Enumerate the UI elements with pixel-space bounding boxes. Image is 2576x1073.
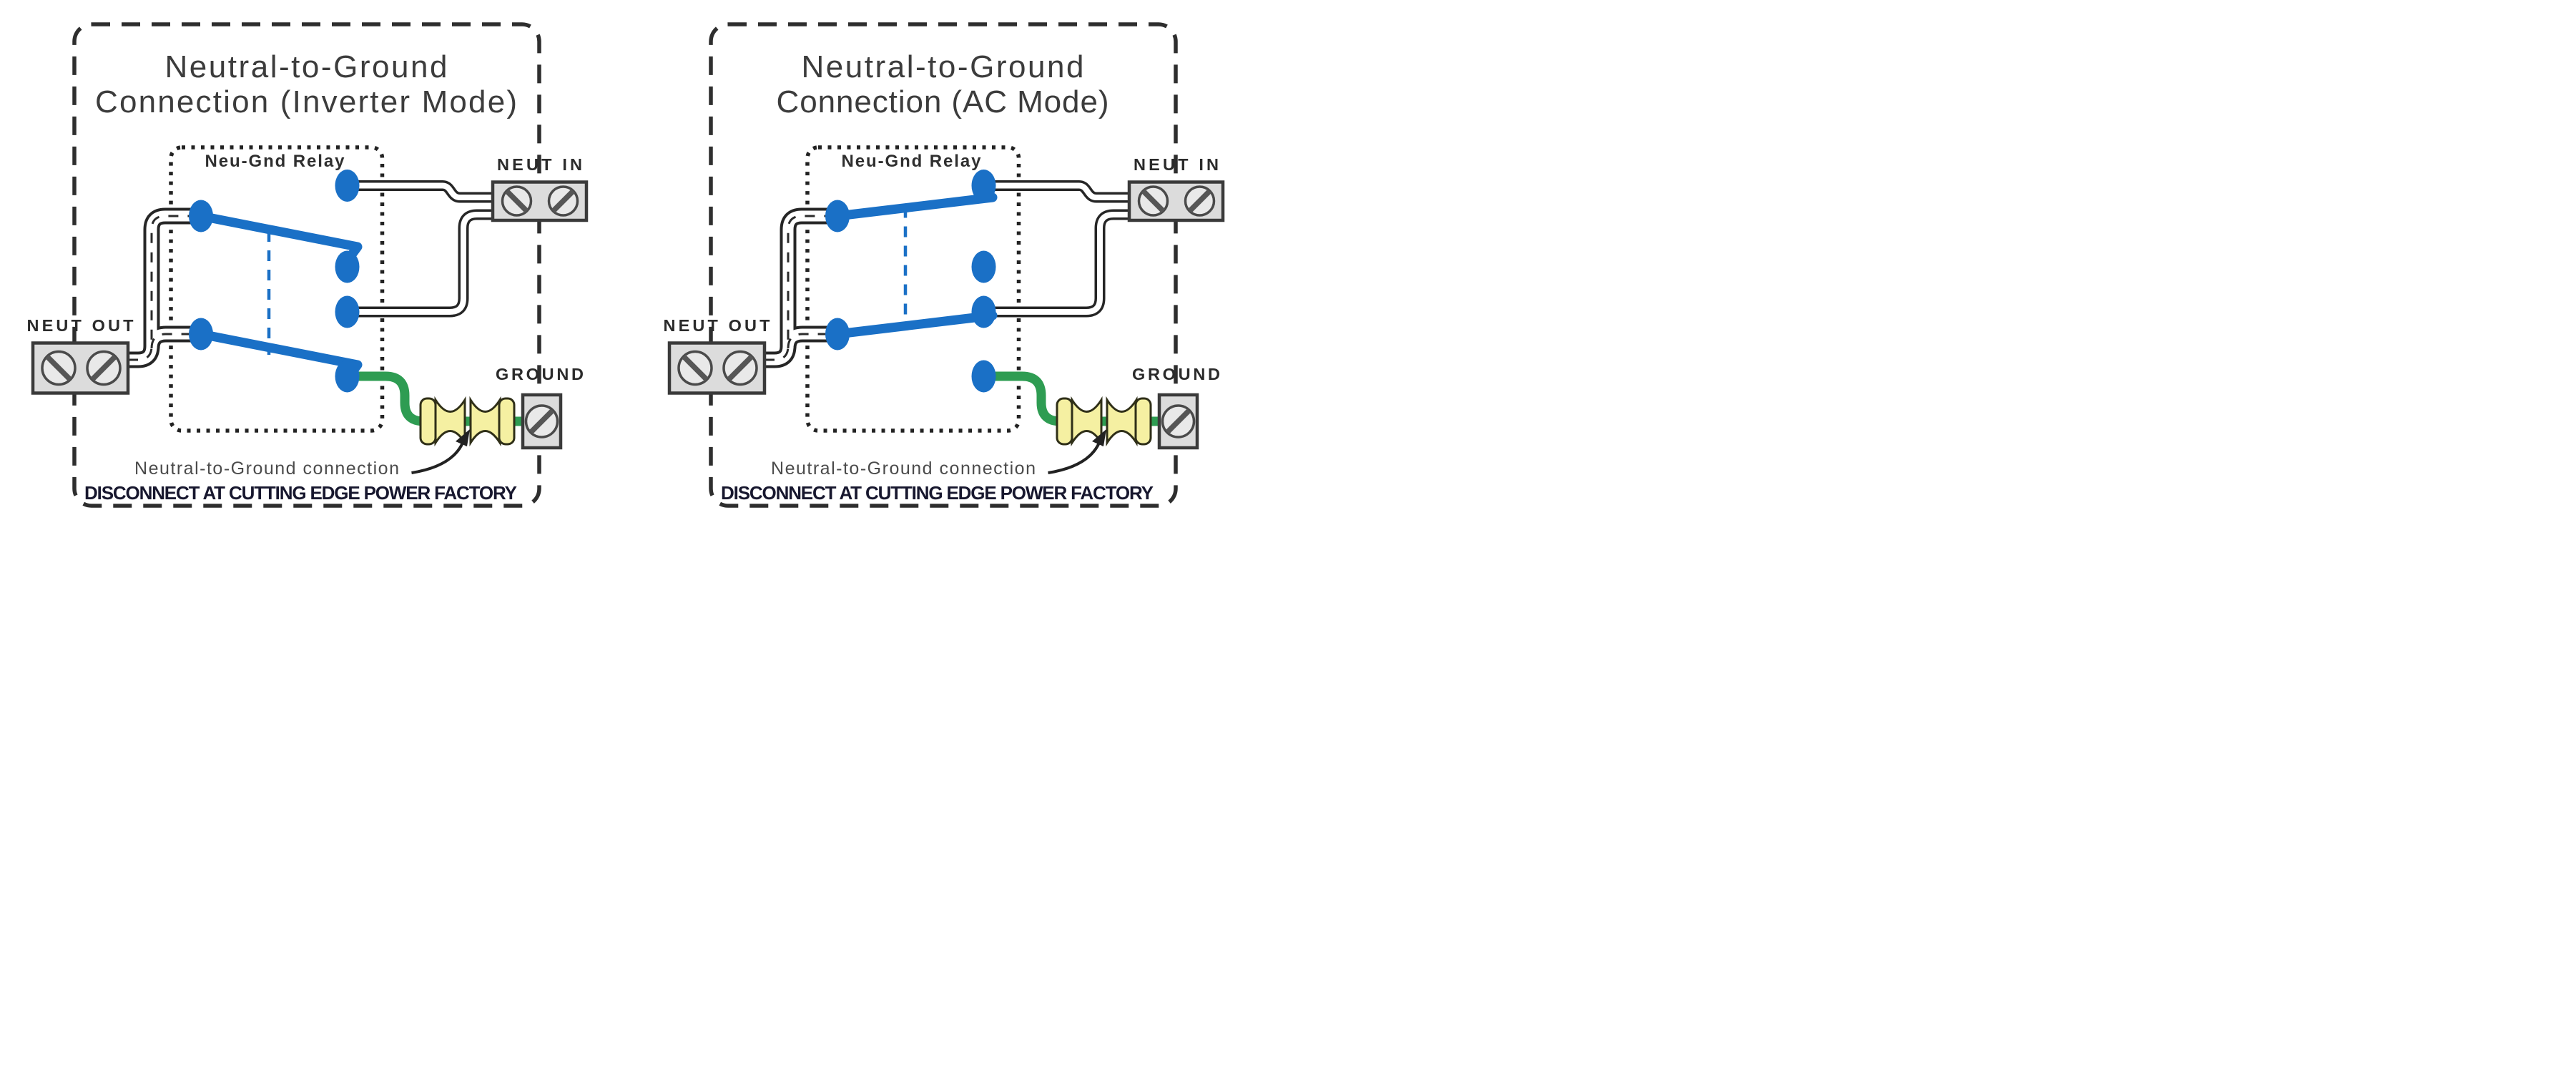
contact-neut-in-top xyxy=(335,170,360,202)
annotation-text: Neutral-to-Ground connection xyxy=(134,459,399,479)
neut-out-label: NEUT OUT xyxy=(27,316,134,335)
contact-ground xyxy=(971,360,996,393)
diagram-title-line2: Connection (AC Mode) xyxy=(777,84,1109,119)
enclosure-border xyxy=(72,22,541,508)
diagram-title-line1: Neutral-to-Ground xyxy=(802,49,1084,84)
contact-open-top xyxy=(335,250,360,283)
inverter-mode-diagram: Neutral-to-Ground Connection (Inverter M… xyxy=(27,22,589,508)
relay-contacts xyxy=(825,170,996,393)
annotation-text: Neutral-to-Ground connection xyxy=(771,459,1036,479)
warning-text: DISCONNECT AT CUTTING EDGE POWER FACTORY xyxy=(721,482,1154,504)
contact-neut-in-bottom xyxy=(971,295,996,328)
quick-disconnect-connector xyxy=(419,396,516,447)
annotation-arrow xyxy=(411,442,464,474)
ground-wire xyxy=(358,371,523,426)
annotation-arrowhead xyxy=(456,429,470,446)
relay-switch-arms xyxy=(196,211,363,381)
enclosure-border xyxy=(709,22,1178,508)
relay-label: Neu-Gnd Relay xyxy=(205,152,345,171)
relay-label: Neu-Gnd Relay xyxy=(842,152,982,171)
relay-border xyxy=(805,145,1021,433)
relay-arm-top xyxy=(832,192,998,221)
pivot-top xyxy=(189,200,213,232)
annotation-arrowhead xyxy=(1092,429,1106,446)
ac-mode-diagram: Neutral-to-Ground Connection (AC Mode) N… xyxy=(664,22,1225,508)
neut-out-terminal: NEUT OUT xyxy=(664,316,771,395)
neut-out-terminal: NEUT OUT xyxy=(27,316,134,395)
relay-switch-arms xyxy=(832,192,998,339)
quick-disconnect-connector xyxy=(1056,396,1152,447)
pivot-bottom xyxy=(825,318,850,351)
neutral-ground-wiring-figure: Neutral-to-Ground Connection (Inverter M… xyxy=(0,0,1288,536)
contact-neut-in-top xyxy=(971,170,996,202)
wire-bundle-centerline xyxy=(128,215,201,361)
relay-arm-top xyxy=(196,211,363,263)
pivot-top xyxy=(825,200,850,232)
neut-out-label: NEUT OUT xyxy=(664,316,771,335)
contact-ground xyxy=(335,360,360,393)
wire-bundle-centerline xyxy=(765,215,837,361)
contact-open-top xyxy=(971,250,996,283)
pivot-bottom xyxy=(189,318,213,351)
diagram-title-line1: Neutral-to-Ground xyxy=(165,49,448,84)
relay-contacts xyxy=(189,170,360,393)
relay-arm-bottom xyxy=(196,329,363,381)
ground-wire xyxy=(994,371,1160,426)
annotation-arrow xyxy=(1048,442,1101,474)
warning-text: DISCONNECT AT CUTTING EDGE POWER FACTORY xyxy=(84,482,517,504)
contact-neut-in-bottom xyxy=(335,295,360,328)
relay-border xyxy=(169,145,385,433)
diagram-title-line2: Connection (Inverter Mode) xyxy=(95,84,517,119)
relay-arm-bottom xyxy=(832,310,998,339)
